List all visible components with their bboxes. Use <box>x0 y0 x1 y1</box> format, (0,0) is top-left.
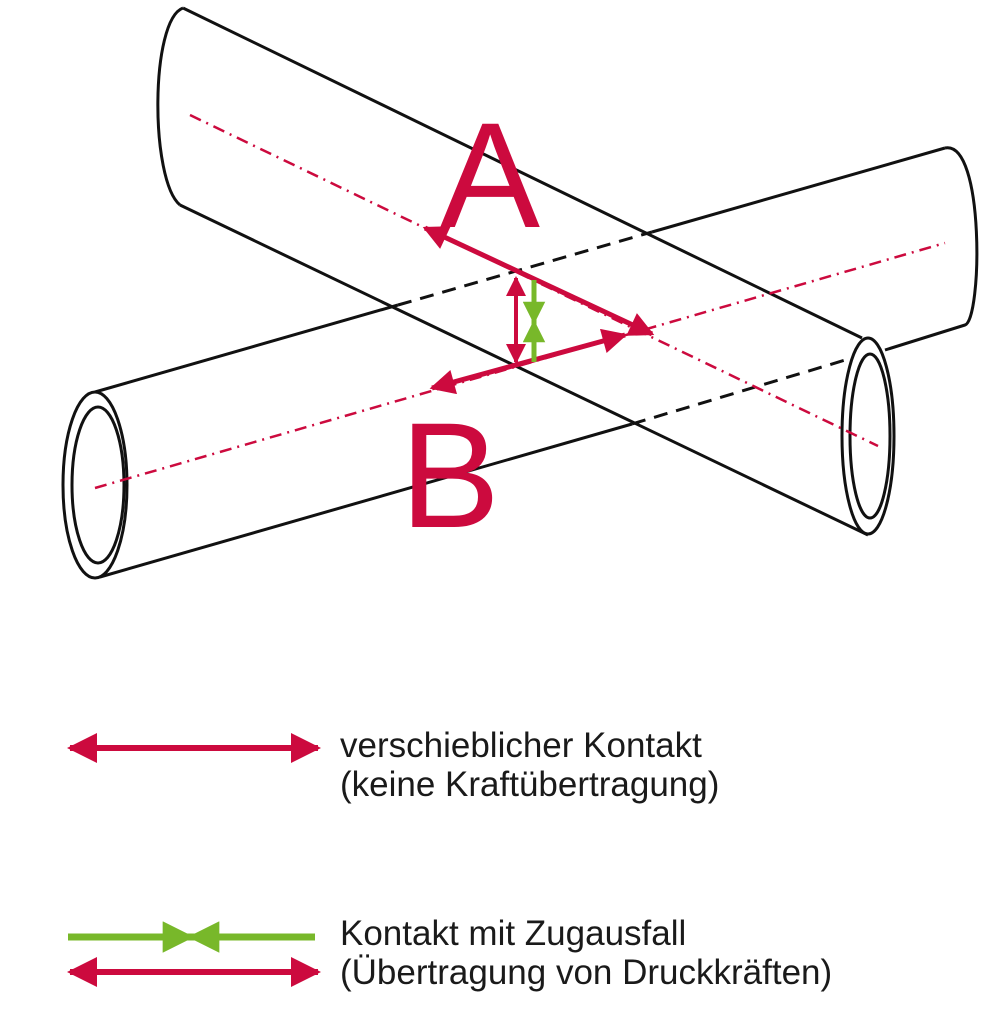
legend-1-line-2: (keine Kraftübertragung) <box>340 765 720 804</box>
label-b: B <box>400 391 501 559</box>
arrow-b-sliding <box>429 328 628 395</box>
legend-2-line-1: Kontakt mit Zugausfall <box>340 914 687 953</box>
legend-1-line-1: verschieblicher Kontakt <box>340 726 702 765</box>
arrow-a-sliding <box>422 225 655 337</box>
label-a: A <box>440 91 541 259</box>
legend-2-line-2: (Übertragung von Druckkräften) <box>340 953 833 992</box>
